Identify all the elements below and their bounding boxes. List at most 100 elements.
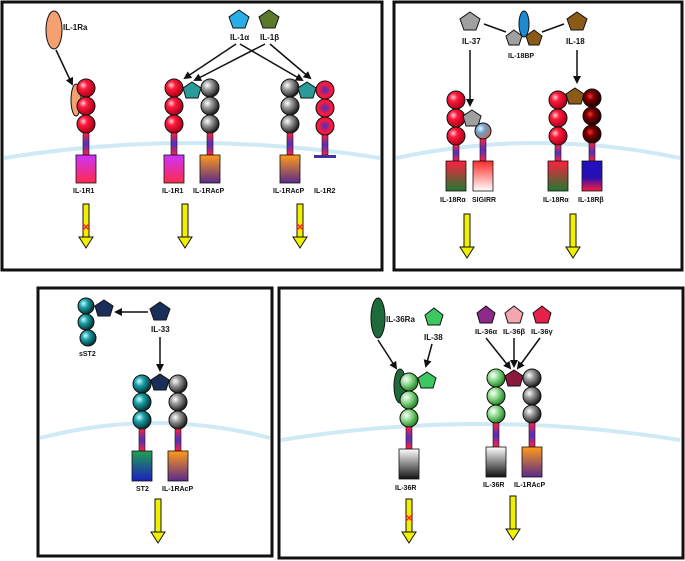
receptor-domain bbox=[280, 96, 300, 116]
cell-membrane bbox=[395, 141, 681, 160]
receptor-domain bbox=[315, 80, 335, 100]
receptor-domain bbox=[200, 78, 220, 98]
sigirr-domain bbox=[474, 122, 492, 140]
receptor-domain bbox=[486, 368, 506, 388]
transmembrane-stalk bbox=[405, 426, 413, 450]
tir-domain bbox=[485, 446, 507, 478]
il18rb-label: IL-18Rβ bbox=[578, 197, 604, 204]
receptor-domain bbox=[582, 88, 602, 108]
il1ra-arrow bbox=[55, 49, 74, 86]
il18ra-label-left: IL-18Rα bbox=[440, 197, 466, 204]
il18-ligand bbox=[566, 11, 588, 31]
receptor-domain bbox=[399, 372, 419, 392]
receptor-domain bbox=[168, 392, 188, 412]
receptor-domain bbox=[168, 374, 188, 394]
il36a-arrow bbox=[485, 337, 512, 370]
transmembrane-stalk bbox=[321, 134, 329, 156]
receptor-domain bbox=[582, 106, 602, 126]
il37-arrow-right bbox=[483, 23, 507, 33]
tir-domain bbox=[521, 446, 543, 478]
transmembrane-stalk bbox=[82, 132, 90, 156]
receptor-domain bbox=[132, 374, 152, 394]
tir-domain bbox=[581, 160, 603, 192]
il38-arrow bbox=[423, 343, 433, 368]
receptor-domain bbox=[168, 410, 188, 430]
tir-domain bbox=[398, 448, 420, 480]
tir-domain bbox=[472, 160, 494, 192]
receptor-domain bbox=[548, 90, 568, 110]
transmembrane-stalk bbox=[170, 132, 178, 156]
il33-label: IL-33 bbox=[151, 325, 170, 334]
tir-domain bbox=[445, 160, 467, 192]
receptor-domain bbox=[522, 368, 542, 388]
receptor-domain bbox=[446, 108, 466, 128]
transmembrane-stalk bbox=[479, 138, 487, 162]
sst2-domain bbox=[77, 297, 95, 315]
panel-il33: sST2 IL-33 ST2 IL-1RAcP bbox=[36, 286, 274, 558]
il37-bound-il18bp bbox=[505, 29, 523, 46]
bound-il1-ligand bbox=[297, 81, 317, 99]
receptor-domain bbox=[522, 404, 542, 424]
receptor-domain bbox=[164, 114, 184, 134]
il37-ligand bbox=[459, 11, 481, 31]
transmembrane-stalk bbox=[452, 144, 460, 162]
bound-il36-ligand bbox=[504, 369, 524, 387]
il1racp-label-p4: IL-1RAcP bbox=[514, 482, 545, 489]
receptor-domain bbox=[399, 408, 419, 428]
il1a-arrow-right bbox=[239, 43, 304, 82]
il18-bound-il18bp bbox=[525, 29, 543, 46]
receptor-domain bbox=[315, 116, 335, 136]
bound-il33-ligand bbox=[150, 373, 170, 391]
transmembrane-stalk bbox=[206, 132, 214, 156]
il33-ligand bbox=[149, 301, 171, 321]
il36r-label-right: IL-36R bbox=[483, 482, 504, 489]
sigirr-label: SIGIRR bbox=[472, 197, 496, 204]
il1a-ligand bbox=[228, 9, 250, 29]
il1b-arrow-right bbox=[269, 43, 312, 80]
il37-label: IL-37 bbox=[462, 37, 481, 46]
il18ra-label-right: IL-18Rα bbox=[543, 197, 569, 204]
il36a-label: IL-36α bbox=[475, 327, 498, 336]
panel-frame bbox=[392, 0, 684, 272]
sst2-domain bbox=[77, 313, 95, 331]
receptor-domain bbox=[164, 96, 184, 116]
receptor-domain bbox=[280, 114, 300, 134]
il36b-label: IL-36β bbox=[503, 327, 526, 336]
il36ra-label: IL-36Ra bbox=[386, 315, 415, 324]
sst2-label: sST2 bbox=[79, 351, 96, 358]
il1racp-label-p3: IL-1RAcP bbox=[162, 486, 193, 493]
il18-label: IL-18 bbox=[566, 37, 585, 46]
tir-domain bbox=[199, 154, 221, 184]
tir-domain bbox=[167, 450, 189, 482]
receptor-domain bbox=[164, 78, 184, 98]
tir-domain bbox=[547, 160, 569, 192]
tir-domain bbox=[131, 450, 153, 482]
il36ra-ligand bbox=[370, 297, 386, 339]
il1a-arrow-mid bbox=[183, 43, 237, 80]
il1r1-label-mid: IL-1R1 bbox=[162, 188, 184, 195]
il1b-arrow-mid bbox=[193, 43, 266, 81]
bound-il18-ligand bbox=[565, 87, 585, 105]
il36g-ligand bbox=[532, 305, 552, 324]
blocked-signal-icon: ✕ bbox=[80, 219, 92, 235]
tir-domain bbox=[279, 154, 301, 184]
il1r1-label-left: IL-1R1 bbox=[73, 188, 95, 195]
panel-frame bbox=[0, 0, 384, 272]
il1a-label: IL-1α bbox=[230, 33, 249, 42]
receptor-domain bbox=[200, 114, 220, 134]
il1ra-ligand bbox=[45, 10, 63, 50]
receptor-domain bbox=[486, 404, 506, 424]
il36ra-arrow bbox=[377, 339, 398, 370]
il18-arrow-left bbox=[541, 23, 565, 33]
blocked-signal-icon: ✕ bbox=[403, 510, 415, 526]
panel-il36: IL-36Ra IL-38 IL-36R ✕ IL-36α IL-36β IL-… bbox=[277, 286, 685, 560]
il33-bound-sst2 bbox=[94, 299, 114, 317]
cell-membrane bbox=[39, 421, 271, 440]
il1racp-label-right: IL-1RAcP bbox=[273, 188, 304, 195]
receptor-domain bbox=[200, 96, 220, 116]
st2-label: ST2 bbox=[136, 486, 149, 493]
il36b-ligand bbox=[504, 305, 524, 324]
receptor-domain bbox=[132, 410, 152, 430]
il1r2-decoy-tail bbox=[314, 155, 336, 158]
